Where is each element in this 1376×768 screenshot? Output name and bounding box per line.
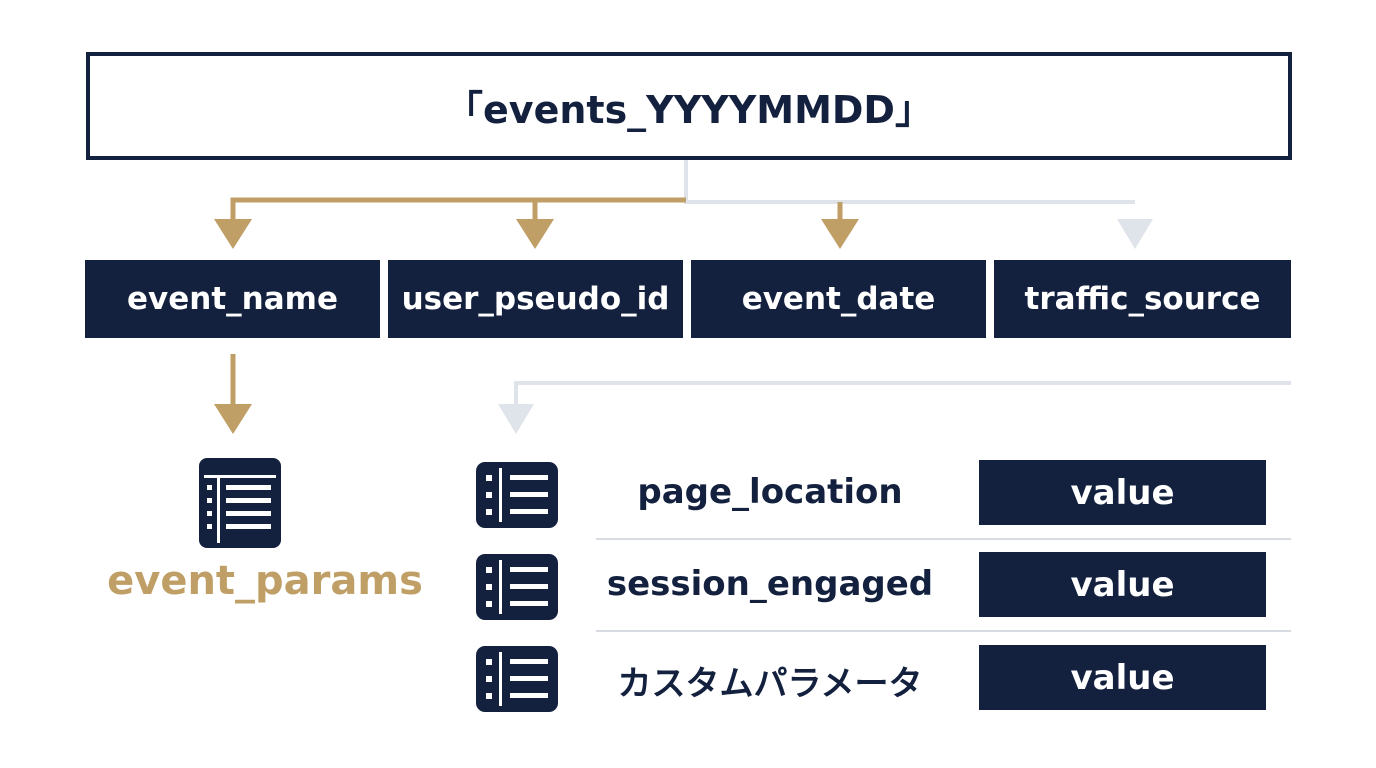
param-value-text: value [1070, 564, 1175, 605]
arrow-user-pseudo-id [516, 219, 554, 249]
connector-trunk [684, 154, 1135, 204]
arrow-traffic-source [1117, 219, 1153, 249]
field-event-date: event_date [691, 260, 986, 338]
arrow-params-group [498, 404, 534, 434]
field-label: event_name [127, 281, 338, 317]
events-table-title-text: 「events_YYYYMMDD」 [445, 87, 933, 132]
param-name-page-location: page_location [637, 472, 903, 512]
param-value-box: value [979, 460, 1266, 525]
field-event-name: event_name [85, 260, 380, 338]
param-value-text: value [1070, 657, 1175, 698]
event-params-label: event_params [107, 558, 423, 604]
field-user-pseudo-id: user_pseudo_id [388, 260, 683, 338]
events-table-title: 「events_YYYYMMDD」 [86, 52, 1292, 160]
field-traffic-source: traffic_source [994, 260, 1291, 338]
connector-params-group [514, 381, 1291, 407]
arrow-event-params [214, 404, 252, 434]
arrow-event-name [214, 219, 252, 249]
param-value-box: value [979, 552, 1266, 617]
param-name-custom-parameter: カスタムパラメータ [617, 664, 923, 704]
list-icon [476, 554, 558, 620]
list-icon [476, 462, 558, 528]
param-value-box: value [979, 645, 1266, 710]
field-label: traffic_source [1024, 281, 1261, 317]
param-value-text: value [1070, 472, 1175, 513]
arrow-event-date [821, 219, 859, 249]
param-name-session-engaged: session_engaged [606, 564, 934, 604]
list-icon [476, 646, 558, 712]
connector-gold-branch [230, 197, 686, 222]
field-label: user_pseudo_id [401, 281, 670, 317]
event-params-table-icon [199, 458, 281, 548]
field-label: event_date [741, 281, 936, 317]
